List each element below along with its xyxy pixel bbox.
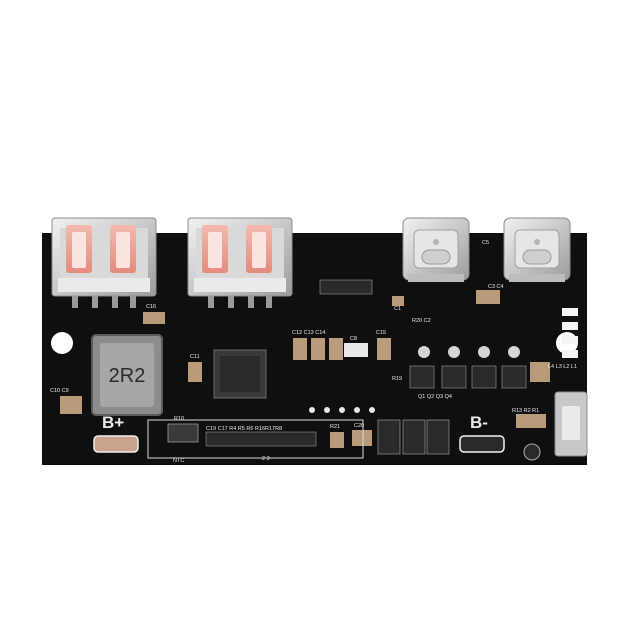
r19-label: R19 bbox=[392, 376, 402, 382]
component-row-codes: C19 C17 R4 R5 R6 R16R17R8 bbox=[206, 426, 282, 432]
c20-label: C20 bbox=[354, 423, 364, 429]
c5-label: C5 bbox=[482, 240, 489, 246]
c12-c13-c14-label: C12 C13 C14 bbox=[292, 330, 325, 336]
component-row-numbers: 2 3 bbox=[262, 456, 270, 462]
battery-minus-label: B- bbox=[470, 413, 488, 432]
usb-c-port-2 bbox=[503, 217, 571, 282]
indicator-leds bbox=[562, 308, 578, 358]
r10-label: R10 bbox=[174, 416, 184, 422]
c11-label: C11 bbox=[190, 354, 200, 360]
usb-a-port-2 bbox=[187, 217, 293, 308]
c3-c4-label: C3 C4 bbox=[488, 284, 504, 290]
led-icon bbox=[562, 336, 578, 344]
test-points bbox=[309, 407, 375, 413]
push-button bbox=[554, 391, 588, 457]
inductor: 2R2 bbox=[91, 334, 163, 416]
mosfet-cluster bbox=[409, 346, 527, 389]
inductor-label: 2R2 bbox=[109, 365, 146, 387]
c15-label: C15 bbox=[376, 330, 386, 336]
c1-label: C1 bbox=[394, 306, 401, 312]
r21-label: R21 bbox=[330, 424, 340, 430]
usb-c-port-1 bbox=[402, 217, 470, 282]
led-icon bbox=[562, 322, 578, 330]
header-strip bbox=[319, 279, 373, 295]
capacitor-row bbox=[293, 338, 391, 360]
led-codes-label: L4 L3 L2 L1 bbox=[548, 364, 577, 370]
battery-plus-pad bbox=[93, 435, 139, 453]
battery-plus-label: B+ bbox=[102, 413, 124, 432]
mounting-hole-icon bbox=[51, 332, 73, 354]
c10-c9-label: C10 C9 bbox=[50, 388, 69, 394]
q-row-label: Q1 Q2 Q3 Q4 bbox=[418, 394, 452, 400]
silkscreen-outline bbox=[147, 419, 364, 459]
c16-label: C16 bbox=[146, 304, 156, 310]
led-icon bbox=[562, 350, 578, 358]
battery-minus-pad bbox=[459, 435, 505, 453]
bottom-mosfets bbox=[377, 419, 450, 455]
c8-label: C8 bbox=[350, 336, 357, 342]
usb-a-port-1 bbox=[51, 217, 157, 308]
r20-c2-label: R20 C2 bbox=[412, 318, 431, 324]
chip-code: 500 bbox=[350, 350, 359, 356]
controller-chip bbox=[213, 349, 267, 399]
ntc-label: NTC bbox=[173, 458, 184, 464]
right-resistor-label: R13 R2 R1 bbox=[512, 408, 539, 414]
led-icon bbox=[562, 308, 578, 316]
